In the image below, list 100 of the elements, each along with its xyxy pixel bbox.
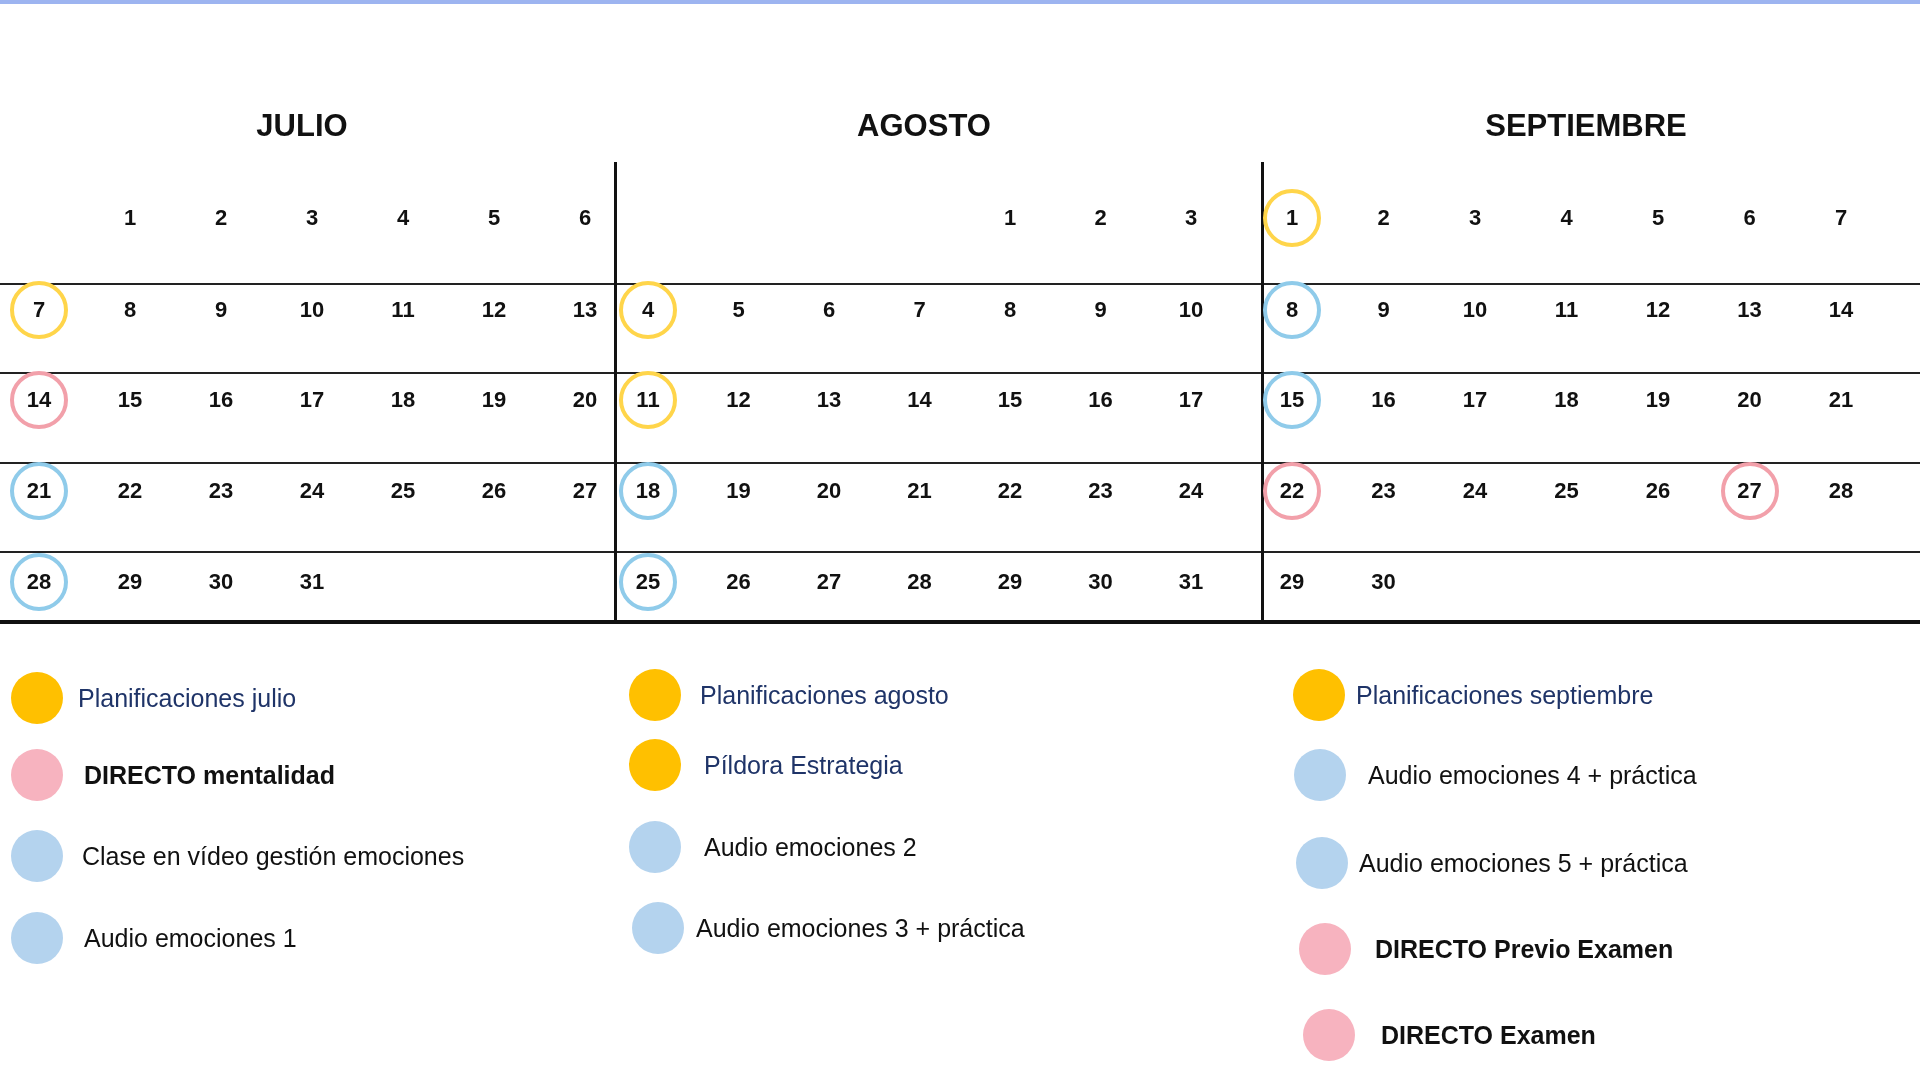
- date-number: 23: [1371, 478, 1396, 504]
- circled-date: 1: [1263, 189, 1321, 247]
- date-number: 29: [997, 569, 1023, 595]
- date-number: 14: [907, 387, 932, 413]
- date-number: 9: [1377, 297, 1390, 323]
- legend-label: DIRECTO mentalidad: [84, 760, 335, 790]
- date-number: 9: [214, 297, 228, 323]
- date-number: 3: [1184, 205, 1198, 231]
- date-number: 6: [822, 297, 836, 323]
- month-heading: SEPTIEMBRE: [1485, 108, 1687, 144]
- circled-date: 4: [619, 281, 677, 339]
- legend-label: Clase en vídeo gestión emociones: [82, 841, 465, 871]
- date-number: 21: [1828, 387, 1854, 413]
- date-number: 30: [1088, 569, 1113, 595]
- date-number: 3: [1468, 205, 1482, 231]
- date-number: 31: [299, 569, 325, 595]
- date-number: 30: [208, 569, 234, 595]
- circled-date: 14: [10, 371, 68, 429]
- date-number: 26: [481, 478, 507, 504]
- date-number: 30: [1371, 569, 1396, 595]
- date-number: 6: [578, 205, 592, 231]
- date-number: 20: [1737, 387, 1762, 413]
- date-number: 3: [305, 205, 319, 231]
- date-number: 26: [726, 569, 751, 595]
- date-number: 17: [1462, 387, 1488, 413]
- legend-label: Audio emociones 2: [704, 832, 917, 862]
- date-number: 1: [1003, 205, 1017, 231]
- circled-date: 21: [10, 462, 68, 520]
- date-number: 27: [816, 569, 842, 595]
- date-number: 8: [123, 297, 137, 323]
- date-number: 25: [390, 478, 416, 504]
- date-number: 12: [1645, 297, 1671, 323]
- date-number: 20: [816, 478, 842, 504]
- legend-label: Audio emociones 3 + práctica: [696, 913, 1025, 943]
- date-number: 24: [299, 478, 325, 504]
- date-number: 2: [1377, 205, 1390, 231]
- date-number: 10: [1462, 297, 1488, 323]
- date-number: 27: [572, 478, 598, 504]
- date-number: 5: [732, 297, 745, 323]
- date-number: 11: [391, 297, 415, 323]
- circled-date: 28: [10, 553, 68, 611]
- legend-label: DIRECTO Previo Examen: [1375, 934, 1674, 964]
- date-number: 16: [1088, 387, 1113, 413]
- date-number: 28: [1828, 478, 1854, 504]
- date-number: 2: [214, 205, 228, 231]
- date-number: 17: [1178, 387, 1204, 413]
- date-number: 20: [572, 387, 598, 413]
- date-number: 16: [1371, 387, 1396, 413]
- legend-label: DIRECTO Examen: [1381, 1020, 1596, 1050]
- date-number: 7: [1834, 205, 1848, 231]
- date-number: 23: [1088, 478, 1113, 504]
- date-number: 9: [1094, 297, 1107, 323]
- date-number: 13: [572, 297, 598, 323]
- date-number: 8: [1003, 297, 1017, 323]
- date-number: 24: [1462, 478, 1488, 504]
- legend-label: Planificaciones septiembre: [1356, 680, 1654, 710]
- date-number: 15: [997, 387, 1023, 413]
- date-number: 19: [481, 387, 507, 413]
- month-heading: JULIO: [256, 108, 348, 144]
- date-number: 15: [117, 387, 143, 413]
- date-number: 31: [1178, 569, 1204, 595]
- circled-date: 25: [619, 553, 677, 611]
- date-number: 22: [997, 478, 1023, 504]
- date-number: 18: [390, 387, 416, 413]
- legend-label: Planificaciones julio: [78, 683, 297, 713]
- date-number: 13: [816, 387, 842, 413]
- legend-label: Audio emociones 1: [84, 923, 297, 953]
- date-number: 22: [117, 478, 143, 504]
- date-number: 21: [907, 478, 932, 504]
- date-number: 19: [1645, 387, 1671, 413]
- circled-date: 22: [1263, 462, 1321, 520]
- date-number: 19: [726, 478, 751, 504]
- circled-date: 7: [10, 281, 68, 339]
- circled-date: 15: [1263, 371, 1321, 429]
- date-number: 29: [1279, 569, 1305, 595]
- date-number: 17: [299, 387, 325, 413]
- date-number: 28: [907, 569, 932, 595]
- circled-date: 27: [1720, 462, 1779, 520]
- date-number: 29: [117, 569, 143, 595]
- date-number: 5: [487, 205, 501, 231]
- date-number: 25: [1554, 478, 1579, 504]
- month-heading: AGOSTO: [857, 108, 991, 144]
- date-number: 12: [481, 297, 507, 323]
- legend-label: Audio emociones 4 + práctica: [1368, 760, 1697, 790]
- date-number: 24: [1178, 478, 1204, 504]
- date-number: 26: [1645, 478, 1671, 504]
- date-number: 10: [299, 297, 325, 323]
- date-number: 10: [1178, 297, 1204, 323]
- date-number: 14: [1828, 297, 1854, 323]
- date-number: 12: [726, 387, 751, 413]
- date-number: 11: [1554, 297, 1579, 323]
- date-number: 7: [913, 297, 926, 323]
- date-number: 18: [1554, 387, 1579, 413]
- date-number: 2: [1094, 205, 1107, 231]
- date-number: 5: [1651, 205, 1665, 231]
- circled-date: 8: [1263, 281, 1321, 339]
- circled-date: 11: [619, 371, 677, 429]
- date-number: 4: [396, 205, 410, 231]
- legend-label: Audio emociones 5 + práctica: [1359, 848, 1688, 878]
- date-number: 16: [208, 387, 234, 413]
